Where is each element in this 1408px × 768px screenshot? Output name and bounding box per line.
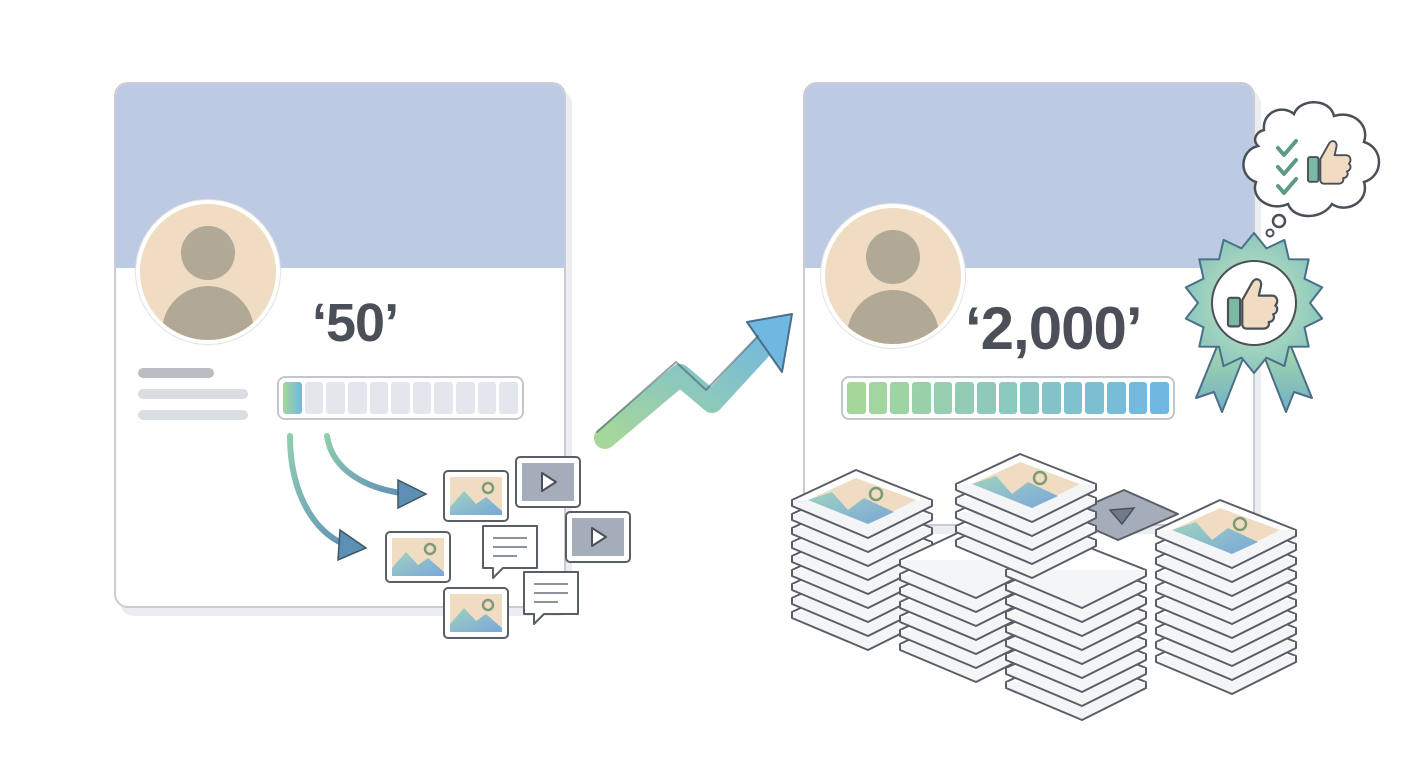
progress-segment — [326, 382, 345, 414]
image-icon — [386, 532, 450, 582]
progress-segment — [412, 382, 432, 414]
curved-arrow-icon — [324, 433, 428, 510]
progress-segment — [1042, 382, 1061, 414]
content-stack — [1155, 499, 1297, 695]
progress-bar — [277, 376, 524, 420]
thought-cloud — [1242, 101, 1381, 238]
progress-segment — [890, 382, 910, 414]
follower-count: ‘2,000’ — [965, 295, 1142, 362]
profile-bio-line — [138, 410, 248, 420]
progress-segment — [1020, 382, 1040, 414]
checklist-icon — [1276, 139, 1298, 195]
progress-segment — [1128, 382, 1148, 414]
progress-segment — [1150, 382, 1170, 414]
progress-segment — [868, 382, 888, 414]
image-icon — [444, 588, 508, 638]
progress-segment — [1063, 382, 1083, 414]
progress-segment — [977, 382, 996, 414]
progress-segment — [998, 382, 1018, 414]
progress-segment — [1107, 382, 1126, 414]
comment-bubble-icon — [482, 525, 538, 579]
progress-segment — [1085, 382, 1105, 414]
progress-segment — [369, 382, 389, 414]
progress-segment — [304, 382, 324, 414]
progress-bar — [841, 376, 1175, 420]
progress-segment — [955, 382, 975, 414]
comment-bubble-icon — [523, 571, 579, 625]
profile-bio-line — [138, 389, 248, 399]
award-rosette-icon — [1184, 232, 1324, 413]
progress-segment — [283, 382, 302, 414]
progress-segment — [434, 382, 454, 414]
play-video-icon — [515, 456, 581, 508]
avatar-icon — [136, 200, 280, 344]
follower-count: ‘50’ — [312, 293, 399, 353]
progress-segment — [456, 382, 475, 414]
progress-segment — [847, 382, 866, 414]
curved-arrow-icon — [287, 433, 368, 562]
progress-segment — [933, 382, 953, 414]
left-profile-card: ‘50’ — [114, 82, 566, 608]
image-icon — [444, 471, 508, 521]
progress-segment — [499, 382, 519, 414]
avatar-icon — [821, 204, 965, 348]
progress-segment — [477, 382, 497, 414]
progress-segment — [391, 382, 410, 414]
trending-up-arrow-icon — [594, 319, 789, 449]
profile-name-line — [138, 368, 214, 378]
play-video-icon — [565, 511, 631, 563]
progress-segment — [912, 382, 931, 414]
progress-segment — [347, 382, 367, 414]
right-profile-card: ‘2,000’ — [803, 82, 1255, 526]
